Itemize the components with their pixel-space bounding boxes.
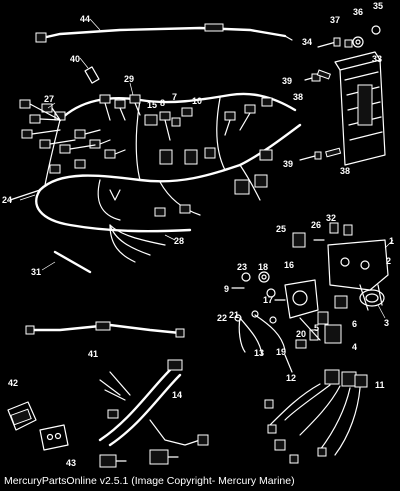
callout-19: 19 xyxy=(276,347,286,357)
callout-41: 41 xyxy=(88,349,98,359)
callout-40: 40 xyxy=(70,54,80,64)
callout-14: 14 xyxy=(172,390,182,400)
callout-42: 42 xyxy=(8,378,18,388)
callout-31: 31 xyxy=(31,267,41,277)
callout-26: 26 xyxy=(311,220,321,230)
part-28-branch-lead[interactable] xyxy=(109,189,191,263)
callout-37: 37 xyxy=(330,15,340,25)
part-42-connector-plug[interactable] xyxy=(7,401,37,431)
callout-7: 7 xyxy=(172,92,177,102)
callout-16: 16 xyxy=(284,260,294,270)
part-38-39-fasteners[interactable] xyxy=(299,69,342,161)
callout-8: 8 xyxy=(160,98,165,108)
callout-38-bottom: 38 xyxy=(340,166,350,176)
callout-21: 21 xyxy=(229,310,239,320)
callout-13: 13 xyxy=(254,348,264,358)
callout-39-bottom: 39 xyxy=(283,159,293,169)
part-16-relay-bracket[interactable] xyxy=(274,279,319,319)
part-4-5-6-9-relays[interactable] xyxy=(299,295,348,344)
part-12-20-pigtail[interactable] xyxy=(284,339,307,373)
bottom-connectors[interactable] xyxy=(99,449,179,468)
callout-12: 12 xyxy=(286,373,296,383)
part-25-26-32-clips[interactable] xyxy=(292,222,353,248)
part-14-pigtail-harness[interactable] xyxy=(98,359,209,447)
callout-4: 4 xyxy=(352,342,357,352)
callout-29: 29 xyxy=(124,74,134,84)
callout-labels: 44 40 27 29 15 8 7 10 24 28 31 35 36 37 … xyxy=(2,1,394,468)
callout-2: 2 xyxy=(386,256,391,266)
part-27-connector-cluster[interactable] xyxy=(19,99,126,174)
part-11-sub-harness[interactable] xyxy=(264,369,368,464)
callout-9a: 9 xyxy=(224,284,229,294)
callout-38-top: 38 xyxy=(293,92,303,102)
callout-11: 11 xyxy=(375,380,385,390)
callout-32: 32 xyxy=(326,213,336,223)
callout-36: 36 xyxy=(353,7,363,17)
callout-35: 35 xyxy=(373,1,383,11)
part-13-19-21-22-leads[interactable] xyxy=(234,310,286,356)
part-1-mounting-bracket[interactable] xyxy=(327,239,389,311)
callout-44: 44 xyxy=(80,14,90,24)
callout-10: 10 xyxy=(192,96,202,106)
part-34-screw[interactable] xyxy=(317,37,341,48)
callout-24: 24 xyxy=(2,195,12,205)
part-40-fuse[interactable] xyxy=(84,66,100,84)
callout-23: 23 xyxy=(237,262,247,272)
part-17-18-23-hardware[interactable] xyxy=(231,271,276,298)
callout-3: 3 xyxy=(384,318,389,328)
callout-17: 17 xyxy=(263,295,273,305)
part-31-tie-strap[interactable] xyxy=(53,250,92,274)
part-29-sensor-cluster[interactable] xyxy=(99,94,273,195)
part-43-connector-body[interactable] xyxy=(39,424,69,451)
part-3-clamp[interactable] xyxy=(359,289,385,307)
callout-28: 28 xyxy=(174,236,184,246)
callout-39-top: 39 xyxy=(282,76,292,86)
part-35-36-37-washer-nut[interactable] xyxy=(344,25,381,48)
callout-5: 5 xyxy=(314,323,319,333)
part-33-control-module[interactable] xyxy=(334,51,386,166)
callout-34: 34 xyxy=(302,37,312,47)
callout-25: 25 xyxy=(276,224,286,234)
callout-20: 20 xyxy=(296,329,306,339)
part-41-jumper-lead[interactable] xyxy=(25,321,185,338)
part-44-harness-lead[interactable] xyxy=(35,23,293,43)
callout-15: 15 xyxy=(147,100,157,110)
copyright-caption: MercuryPartsOnline v2.5.1 (Image Copyrig… xyxy=(4,475,295,487)
callout-6: 6 xyxy=(352,319,357,329)
callout-33: 33 xyxy=(372,54,382,64)
callout-1: 1 xyxy=(389,236,394,246)
callout-43: 43 xyxy=(66,458,76,468)
leader-lines xyxy=(19,18,394,319)
callout-22: 22 xyxy=(217,313,227,323)
callout-18: 18 xyxy=(258,262,268,272)
callout-27: 27 xyxy=(44,94,54,104)
